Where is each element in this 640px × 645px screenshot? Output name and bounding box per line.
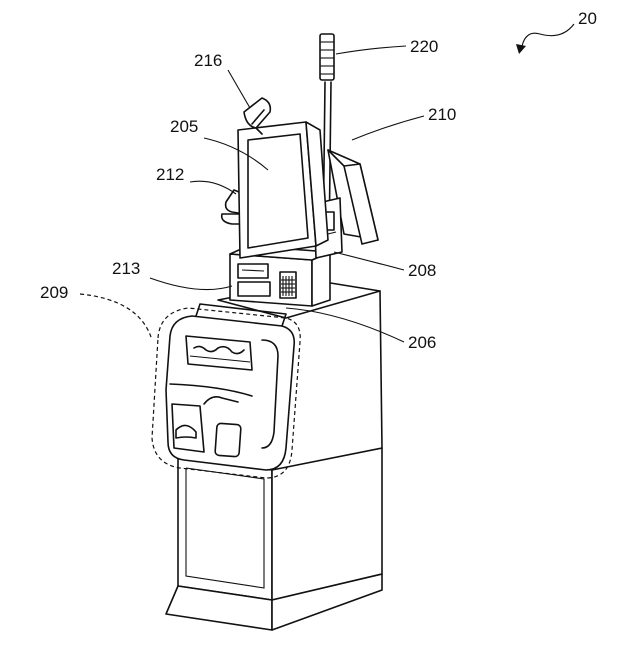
label-side-unit: 210 [428, 105, 456, 124]
payment-module [166, 304, 294, 470]
label-screen: 205 [170, 117, 198, 136]
label-light-pole: 220 [410, 37, 438, 56]
label-printer: 206 [408, 333, 436, 352]
label-dashed-region: 209 [40, 283, 68, 302]
label-camera: 216 [194, 51, 222, 70]
label-kiosk: 20 [578, 9, 597, 28]
label-shelf: 213 [112, 259, 140, 278]
main-screen [238, 122, 328, 258]
label-scanner: 208 [408, 261, 436, 280]
label-scale: 212 [156, 165, 184, 184]
